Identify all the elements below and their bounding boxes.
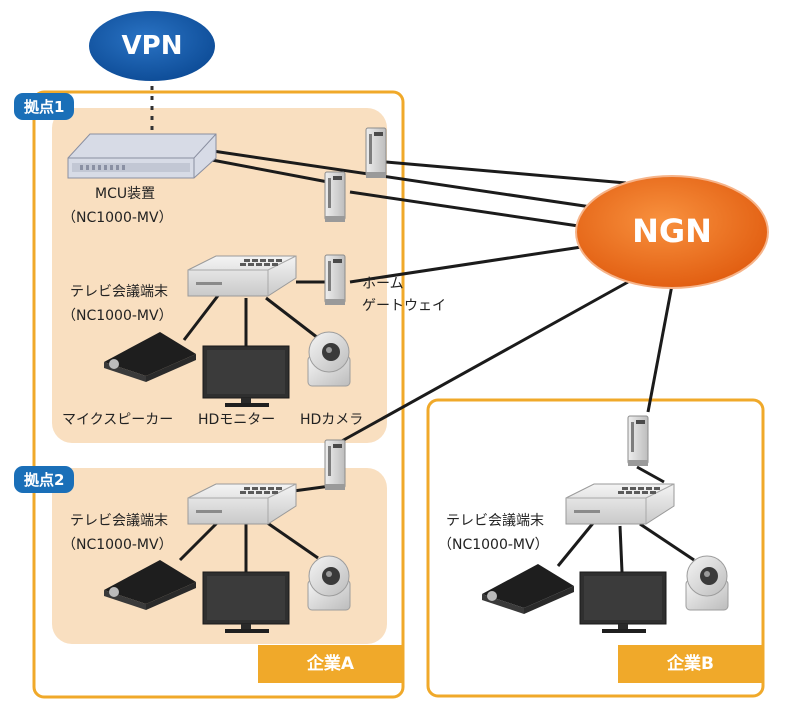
gateway-device-1 [365, 127, 387, 179]
company-a-tag: 企業A [258, 645, 403, 683]
gateway-device-3 [324, 254, 346, 306]
link-gw4-ngn [339, 280, 629, 444]
link-t1-camera [265, 296, 319, 340]
ngn-label: NGN [632, 212, 712, 250]
mcu-label-line1: MCU装置 [95, 186, 156, 202]
terminal-label-site1-line1: テレビ会議端末 [70, 284, 168, 300]
terminal-label-site2-line1: テレビ会議端末 [70, 513, 168, 529]
link-t3-camera [639, 522, 695, 562]
ngn-cloud [575, 175, 769, 289]
home-gateway-label-line1: ホーム [362, 276, 404, 292]
camera-site1 [307, 331, 351, 387]
hd-monitor-label: HDモニター [198, 412, 276, 428]
monitor-site1 [202, 345, 290, 408]
terminal-label-site1-line2: （NC1000-MV） [62, 308, 173, 324]
mcu-label-line2: （NC1000-MV） [62, 210, 173, 226]
gateway-device-5 [627, 415, 649, 467]
company-a-boundary [32, 90, 405, 699]
camera-site2 [307, 555, 351, 611]
link-t3-mic [556, 521, 596, 567]
site1-tag: 拠点1 [14, 93, 75, 120]
vpn-cloud [87, 9, 217, 83]
link-gw3-ngn [349, 244, 589, 284]
terminal-label-companyb-line1: テレビ会議端末 [446, 513, 544, 529]
link-gw5-ngn [646, 284, 674, 413]
link-gw5-terminal3 [636, 465, 665, 484]
terminal-label-site2-line2: （NC1000-MV） [62, 537, 173, 553]
mcu-device [67, 133, 217, 179]
terminal-label-companyb-line2: （NC1000-MV） [438, 537, 549, 553]
site2-tag: 拠点2 [14, 466, 75, 493]
mic-speaker-label: マイクスピーカー [62, 412, 174, 428]
link-gw2-ngn [349, 190, 593, 230]
terminal-device-companyb [565, 483, 675, 525]
monitor-site2 [202, 571, 290, 634]
hd-camera-label: HDカメラ [300, 412, 364, 428]
monitor-companyb [579, 571, 667, 634]
link-t1-mic [182, 292, 222, 341]
camera-companyb [685, 555, 729, 611]
link-t3-monitor [618, 525, 624, 573]
link-mcu-gw2 [211, 158, 329, 184]
network-links [178, 148, 695, 573]
link-t2-camera [265, 520, 319, 560]
gateway-device-4 [324, 439, 346, 491]
company-b-tag: 企業B [618, 645, 763, 683]
vpn-label: VPN [121, 31, 183, 61]
gateway-device-2 [324, 171, 346, 223]
company-b-boundary [426, 398, 765, 698]
home-gateway-label-line2: ゲートウェイ [362, 298, 446, 314]
mic-speaker-companyb [482, 564, 574, 614]
link-mcu-ngn [205, 148, 599, 210]
link-gw1-ngn [385, 160, 627, 185]
link-t2-mic [178, 518, 222, 562]
